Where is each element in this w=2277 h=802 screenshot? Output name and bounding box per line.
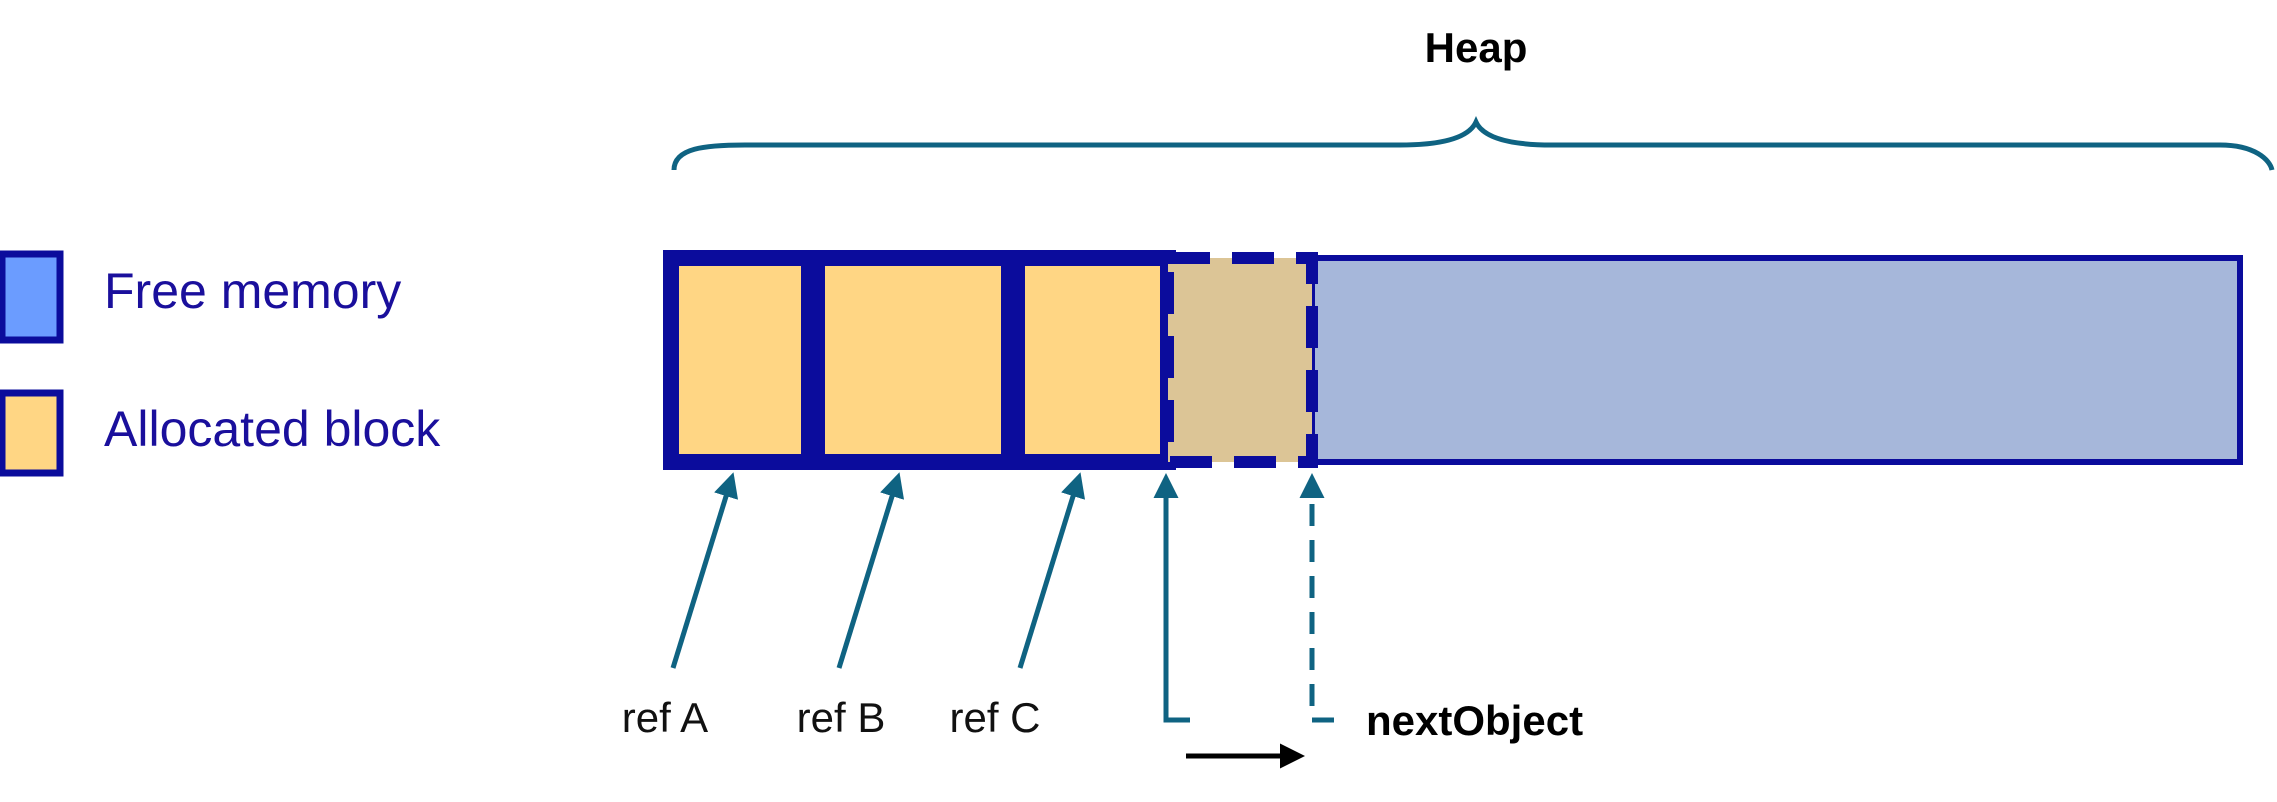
heap-brace [671,116,2275,171]
heap-title: Heap [1425,24,1528,71]
allocated-block-c [1009,250,1176,470]
new-object-block [1162,252,1318,468]
legend-allocated-label: Allocated block [104,401,441,457]
ref-b-label: ref B [797,694,886,741]
next-object-pointer-new [1299,473,1334,723]
ref-a-label: ref A [622,694,708,741]
next-object-label: nextObject [1366,697,1583,744]
allocated-block-b [809,250,1017,470]
legend-free-label: Free memory [104,263,401,319]
legend-free-swatch [0,250,64,344]
next-object-pointer-old [1153,473,1190,723]
allocated-block-a [663,250,817,470]
ref-c-arrow [1017,472,1086,669]
ref-c-label: ref C [949,694,1040,741]
ref-b-arrow [836,472,905,669]
free-memory-region [1309,255,2243,465]
ref-a-arrow [670,472,739,669]
legend-allocated-swatch [0,389,64,477]
